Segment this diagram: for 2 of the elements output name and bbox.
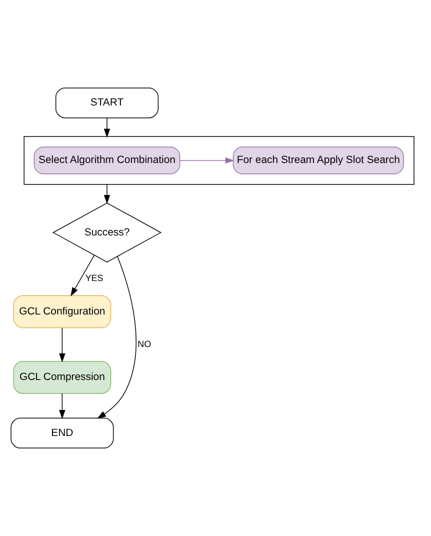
edge-label: YES [85, 273, 104, 284]
edge-label: NO [138, 338, 152, 349]
